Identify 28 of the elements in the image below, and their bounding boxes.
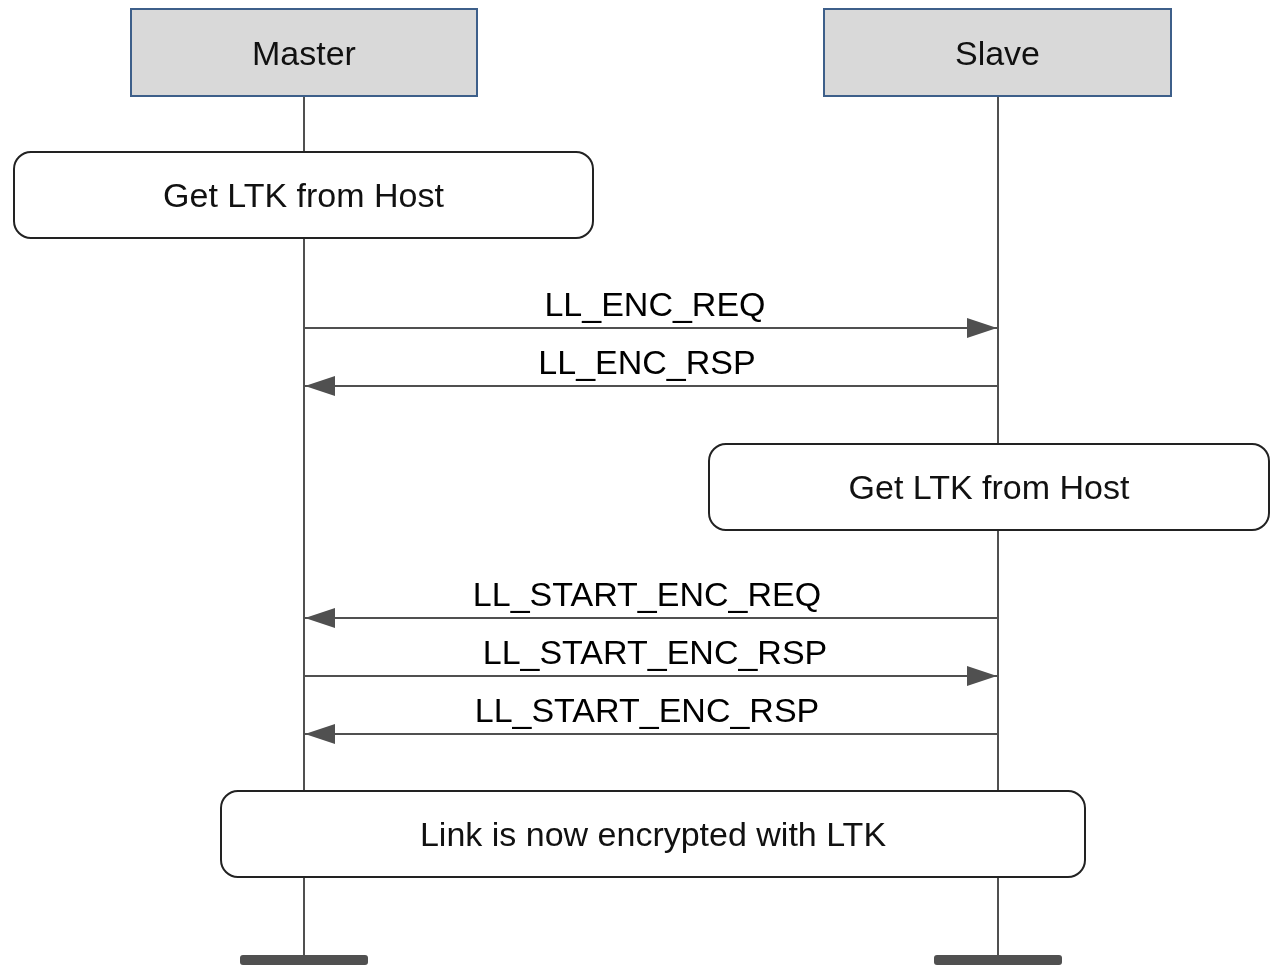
message-label: LL_START_ENC_RSP: [474, 690, 820, 730]
box-label: Slave: [954, 32, 1041, 73]
message-arrow: [304, 666, 998, 686]
lifeline-segment: [303, 97, 305, 151]
message-label: LL_ENC_REQ: [544, 284, 766, 324]
message-arrow: [304, 724, 998, 744]
message-label: LL_START_ENC_RSP: [482, 632, 828, 672]
lifeline-end-bar: [934, 955, 1062, 965]
note-box: [220, 790, 1086, 878]
box-label: Link is now encrypted with LTK: [419, 814, 887, 854]
lifeline-segment: [303, 878, 305, 955]
box-label: Get LTK from Host: [848, 467, 1130, 507]
box-label: Get LTK from Host: [163, 175, 444, 215]
lifeline-segment: [303, 239, 305, 790]
message-arrow: [304, 608, 998, 628]
message-arrow: [304, 318, 998, 338]
box-label: Master: [252, 32, 356, 73]
participant-box: [130, 8, 478, 97]
lifeline-segment: [997, 878, 999, 955]
message-label: LL_START_ENC_REQ: [472, 574, 822, 614]
lifeline-segment: [997, 531, 999, 790]
message-arrow: [304, 376, 998, 396]
note-box: [13, 151, 594, 239]
lifeline-segment: [997, 97, 999, 443]
note-box: [708, 443, 1270, 531]
lifeline-end-bar: [240, 955, 368, 965]
message-label: LL_ENC_RSP: [538, 342, 756, 382]
participant-box: [823, 8, 1172, 97]
